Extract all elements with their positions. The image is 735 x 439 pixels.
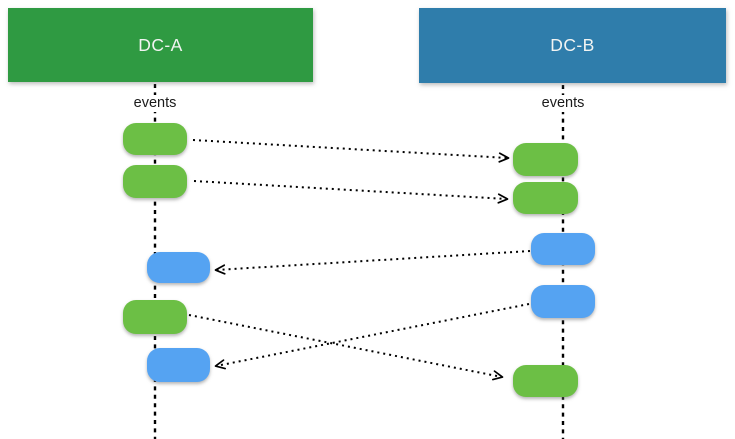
lifeline-label-dc-b: events bbox=[538, 95, 588, 112]
actor-label-dc-a: DC-A bbox=[138, 34, 183, 55]
event-box-dc-a-3-blue bbox=[147, 252, 210, 283]
event-box-dc-a-1-green bbox=[123, 123, 187, 155]
event-box-dc-a-2-green bbox=[123, 165, 187, 198]
event-box-dc-b-10-green bbox=[513, 365, 578, 397]
actor-header-dc-a: DC-A bbox=[8, 8, 313, 82]
event-box-dc-a-4-green bbox=[123, 300, 187, 334]
arrow-dc-a-event-1-to-dc-b-event-1 bbox=[192, 139, 510, 163]
event-box-dc-b-6-green bbox=[513, 143, 578, 176]
event-box-dc-b-7-green bbox=[513, 182, 578, 214]
arrow-dc-b-event-3-to-dc-a-event-3 bbox=[214, 250, 531, 275]
arrow-dc-a-event-4-to-dc-b-event-5 bbox=[188, 314, 504, 381]
replication-arrows bbox=[188, 139, 531, 381]
event-box-dc-b-8-blue bbox=[531, 233, 595, 265]
event-box-dc-b-9-blue bbox=[531, 285, 595, 318]
actor-header-dc-b: DC-B bbox=[419, 8, 726, 83]
arrow-dc-b-event-4-to-dc-a-event-5 bbox=[214, 303, 530, 370]
lifelines bbox=[153, 84, 565, 439]
lifeline-label-dc-a: events bbox=[130, 95, 180, 112]
arrow-dc-a-event-2-to-dc-b-event-2 bbox=[193, 180, 509, 204]
actor-label-dc-b: DC-B bbox=[550, 35, 595, 55]
event-box-dc-a-5-blue bbox=[147, 348, 210, 382]
